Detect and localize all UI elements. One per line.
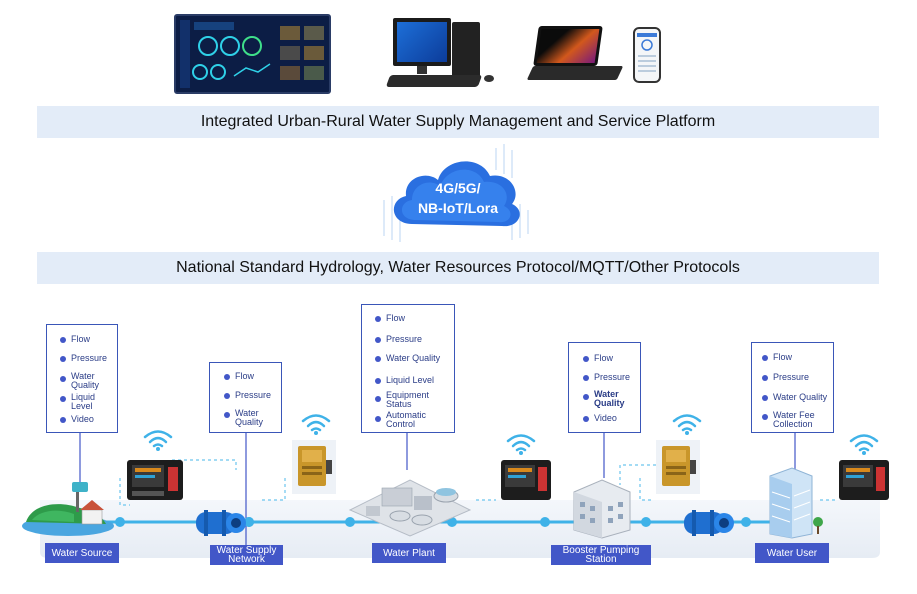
card-item: Liquid Level (386, 375, 435, 385)
card-item: Water Quality (773, 392, 828, 402)
wifi-icon (143, 430, 173, 451)
wifi-icon (506, 434, 536, 455)
dashboard-screen-icon (174, 14, 331, 94)
smartphone-icon (633, 27, 661, 83)
card-item: Flow (594, 353, 614, 363)
cloud-icon (383, 144, 529, 242)
platform-title: Integrated Urban-Rural Water Supply Mana… (200, 113, 716, 130)
rtu-terminal-icon (839, 460, 889, 500)
supply-junction-dot (244, 517, 254, 527)
card-item: Pressure (386, 334, 423, 344)
card-item: Pressure (773, 372, 810, 382)
protocols-band: National Standard Hydrology, Water Resou… (37, 252, 879, 284)
card-item: Pressure (71, 353, 108, 363)
wifi-icon (672, 414, 702, 435)
card-item: Video (594, 413, 617, 423)
card-item: Flow (386, 313, 406, 323)
card-water-plant (361, 304, 455, 433)
network-label: 4G/5G/ NB-IoT/Lora (400, 178, 516, 218)
network-line2: NB-IoT/Lora (417, 200, 499, 216)
card-item: Water Fee Collection (773, 410, 815, 429)
building-icon (769, 467, 823, 539)
rtu-gold-terminal-icon (292, 440, 336, 494)
card-item: Flow (773, 352, 793, 362)
node-label-water-user: Water User (755, 543, 829, 563)
rtu-terminal-icon (501, 460, 551, 500)
booster-station-icon (573, 479, 631, 539)
rtu-gold-terminal-icon (656, 440, 700, 494)
network-line1: 4G/5G/ (435, 180, 481, 196)
computer-tower-icon (452, 22, 480, 78)
node-label-water-plant: Water Plant (372, 543, 446, 563)
plant-icon (348, 479, 472, 537)
card-supply-network (209, 362, 282, 433)
card-item: Pressure (235, 390, 272, 400)
wifi-icon (301, 414, 331, 435)
ground-base (40, 500, 880, 558)
card-water-source (46, 324, 118, 433)
node-label-supply-network: Water Supply Network (210, 545, 283, 565)
pump-icon (196, 510, 246, 536)
water-source-icon (22, 482, 114, 536)
pump-icon (684, 510, 734, 536)
node-label-water-source: Water Source (45, 543, 119, 563)
card-item: Video (71, 414, 94, 424)
card-item: Automatic Control (386, 410, 427, 429)
card-item: Water Quality (386, 353, 441, 363)
card-item: Pressure (594, 372, 631, 382)
card-item: Flow (235, 371, 255, 381)
monitor-stand (417, 66, 427, 74)
platform-band: Integrated Urban-Rural Water Supply Mana… (37, 106, 879, 138)
protocols-title: National Standard Hydrology, Water Resou… (176, 259, 740, 276)
card-item: Equipment Status (386, 390, 430, 409)
card-item: Flow (71, 334, 91, 344)
card-item: Water Quality (594, 389, 625, 408)
desktop-computer-icon (393, 18, 451, 66)
card-item: Water Quality (235, 408, 264, 427)
card-item: Water Quality (71, 371, 100, 390)
mouse-icon (484, 75, 494, 82)
node-label-booster-station: Booster Pumping Station (551, 545, 651, 565)
wifi-icon (849, 434, 879, 455)
rtu-terminal-icon (127, 460, 183, 500)
card-booster-station (568, 342, 641, 433)
card-item: Liquid Level (71, 392, 96, 411)
